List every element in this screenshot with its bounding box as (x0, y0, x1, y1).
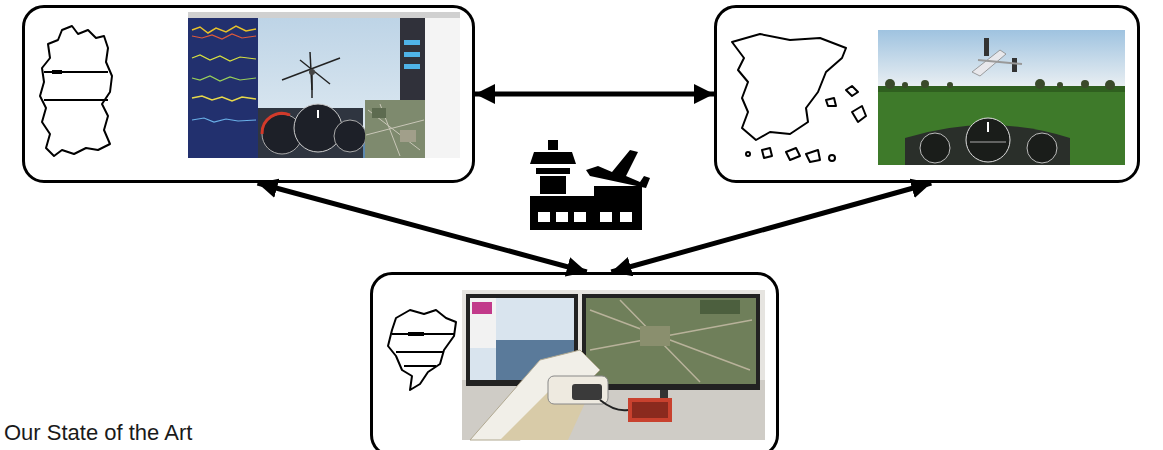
region-box (22, 5, 475, 183)
vtol-aircraft (972, 38, 1022, 76)
double-arrow (258, 183, 587, 272)
germany-outline (40, 26, 112, 156)
region-box (370, 272, 779, 450)
airport-tower-icon (530, 140, 650, 230)
region-box (714, 5, 1140, 183)
brazil-outline (388, 310, 456, 390)
vtol-screenshot (878, 30, 1125, 165)
spain-outline (732, 34, 866, 162)
slide-heading: Our State of the Art (4, 420, 192, 446)
double-arrow (475, 92, 714, 97)
simulator-screenshot (188, 12, 460, 158)
double-arrow (611, 183, 931, 272)
hardware-photo (462, 290, 765, 440)
